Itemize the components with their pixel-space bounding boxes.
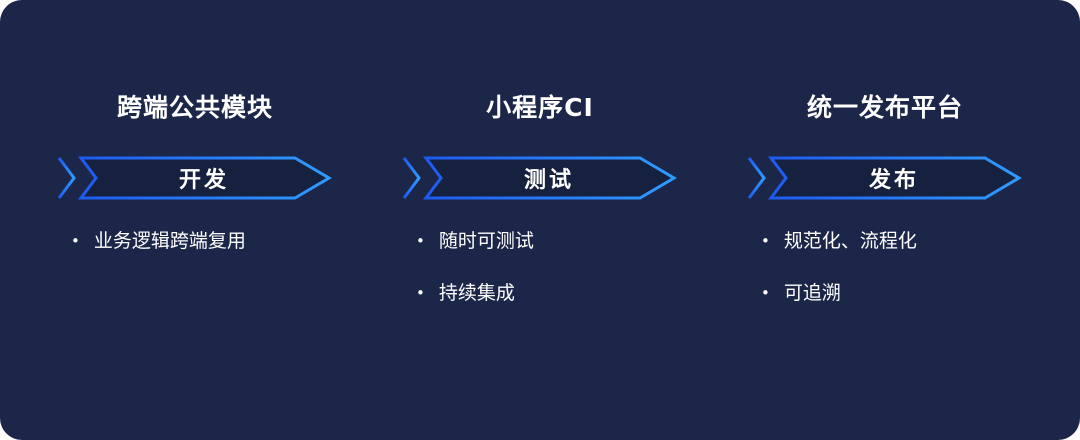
list-item: • 业务逻辑跨端复用 bbox=[71, 230, 335, 254]
bullet-text: 可追溯 bbox=[783, 281, 841, 304]
bullet-list: • 规范化、流程化 • 可追溯 bbox=[745, 230, 1025, 306]
stage-arrow: 发布 bbox=[745, 154, 1025, 202]
arrow-banner-shape bbox=[402, 156, 677, 200]
stage-arrow: 开发 bbox=[55, 154, 335, 202]
list-item: • 随时可测试 bbox=[416, 230, 680, 254]
bullet-dot: • bbox=[761, 283, 770, 302]
list-item: • 可追溯 bbox=[761, 282, 1025, 306]
bullet-text: 持续集成 bbox=[438, 281, 515, 304]
bullet-text: 规范化、流程化 bbox=[783, 230, 917, 252]
list-item: • 规范化、流程化 bbox=[761, 230, 1025, 254]
bullet-list: • 随时可测试 • 持续集成 bbox=[400, 230, 680, 306]
stage-column-release: 统一发布平台 发布 • 规范化、流程化 bbox=[745, 88, 1025, 334]
arrow-banner-shape bbox=[747, 156, 1022, 200]
bullet-text: 随时可测试 bbox=[438, 230, 534, 252]
bullet-text: 业务逻辑跨端复用 bbox=[93, 230, 246, 252]
arrow-banner-shape bbox=[57, 156, 332, 200]
stage-label: 开发 bbox=[178, 168, 229, 193]
stage-label: 测试 bbox=[523, 168, 574, 193]
stage-column-develop: 跨端公共模块 开发 • 业务逻辑跨端复用 bbox=[55, 88, 335, 334]
column-title: 跨端公共模块 bbox=[116, 93, 273, 122]
bullet-dot: • bbox=[416, 232, 425, 250]
column-title: 统一发布平台 bbox=[806, 93, 963, 122]
bullet-dot: • bbox=[416, 283, 425, 302]
stage-column-test: 小程序CI 测试 • 随时可测试 bbox=[400, 88, 680, 334]
pipeline-columns: 跨端公共模块 开发 • 业务逻辑跨端复用 bbox=[55, 88, 1025, 334]
stage-arrow: 测试 bbox=[400, 154, 680, 202]
stage-label: 发布 bbox=[868, 168, 919, 193]
bullet-list: • 业务逻辑跨端复用 bbox=[55, 230, 335, 254]
bullet-dot: • bbox=[71, 232, 80, 250]
bullet-dot: • bbox=[761, 232, 770, 250]
list-item: • 持续集成 bbox=[416, 282, 680, 306]
column-title: 小程序CI bbox=[486, 93, 594, 122]
